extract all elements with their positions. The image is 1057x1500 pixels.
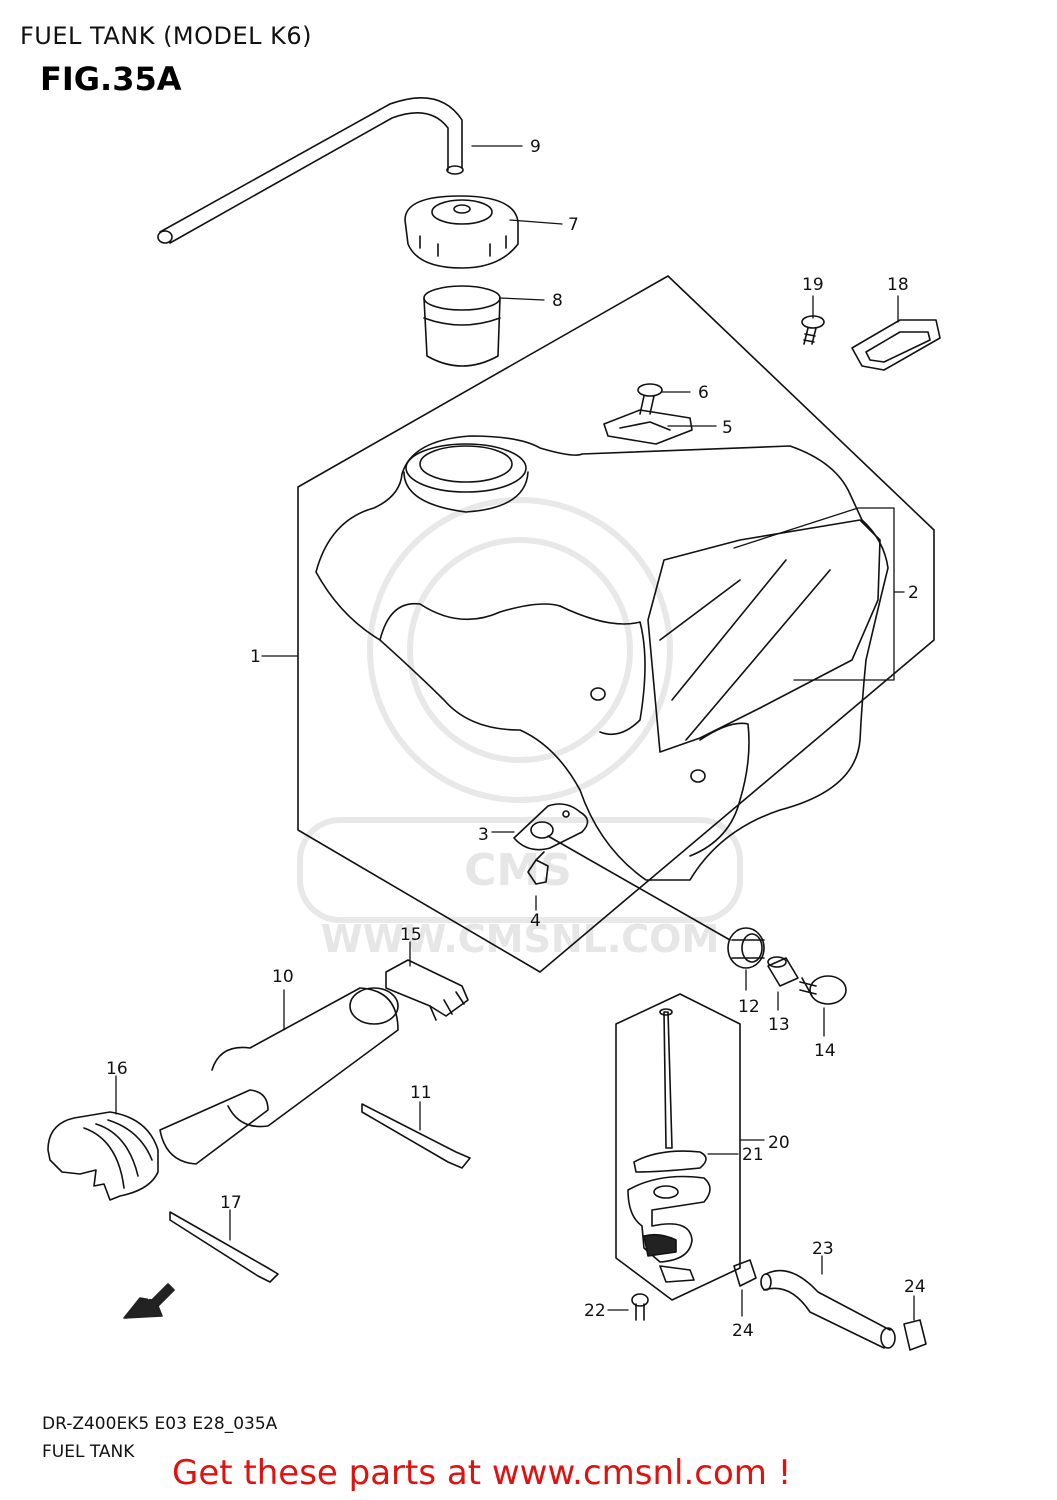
callout-24-left: 24 <box>732 1321 754 1341</box>
hose-clip-left <box>733 1259 757 1287</box>
callout-1: 1 <box>250 647 261 667</box>
filler-ring <box>423 285 501 367</box>
callout-5: 5 <box>722 418 733 438</box>
collar-13 <box>767 956 799 987</box>
forward-arrow <box>123 1283 175 1319</box>
screw-22 <box>631 1293 649 1321</box>
screw-19 <box>801 315 825 345</box>
callout-15: 15 <box>400 925 422 945</box>
watermark-logo: CMS <box>464 845 572 896</box>
callout-9: 9 <box>530 137 541 157</box>
tank-strap <box>851 319 941 371</box>
hose-clip-right <box>903 1319 927 1351</box>
clamp-15 <box>385 959 469 1021</box>
callout-20: 20 <box>768 1133 790 1153</box>
fuel-tank <box>315 435 889 881</box>
callout-2: 2 <box>908 583 919 603</box>
tie-strap-11 <box>361 1103 471 1169</box>
breather-hose <box>157 97 464 244</box>
callout-16: 16 <box>106 1059 128 1079</box>
bracket-5 <box>603 409 693 445</box>
watermark <box>297 497 743 923</box>
callout-10: 10 <box>272 967 294 987</box>
callout-21: 21 <box>742 1145 764 1165</box>
page-title: FUEL TANK (MODEL K6) <box>20 22 313 50</box>
fuel-hose <box>760 1269 896 1349</box>
cushion-16 <box>47 1111 159 1201</box>
callout-19: 19 <box>802 275 824 295</box>
callout-18: 18 <box>887 275 909 295</box>
callout-22: 22 <box>584 1301 606 1321</box>
bolt-4 <box>527 851 549 885</box>
heat-shield <box>159 987 399 1165</box>
fuel-cap <box>404 195 519 269</box>
callout-4: 4 <box>530 911 541 931</box>
callout-6: 6 <box>698 383 709 403</box>
callout-17: 17 <box>220 1193 242 1213</box>
diagram-name: FUEL TANK <box>42 1442 135 1462</box>
mounting-plate <box>513 803 589 851</box>
leader-line-12 <box>547 835 731 941</box>
callout-8: 8 <box>552 291 563 311</box>
callout-13: 13 <box>768 1015 790 1035</box>
callout-3: 3 <box>478 825 489 845</box>
fuel-valve <box>627 1008 711 1283</box>
fuel-valve-group-outline <box>615 993 741 1301</box>
callout-14: 14 <box>814 1041 836 1061</box>
bolt-14 <box>799 975 847 1005</box>
callout-7: 7 <box>568 215 579 235</box>
callout-11: 11 <box>410 1083 432 1103</box>
watermark-url: WWW.CMSNL.COM <box>321 917 720 961</box>
callout-leaders <box>115 145 915 1321</box>
tie-strap-17 <box>169 1211 279 1283</box>
diagram-code: DR-Z400EK5 E03 E28_035A <box>42 1414 278 1434</box>
tank-group-outline <box>297 275 935 973</box>
callout-12: 12 <box>738 997 760 1017</box>
figure-number: FIG.35A <box>40 60 182 98</box>
grommet-12 <box>727 927 765 969</box>
callout-24-right: 24 <box>904 1277 926 1297</box>
parts-link[interactable]: Get these parts at www.cmsnl.com ! <box>172 1453 792 1493</box>
callout-23: 23 <box>812 1239 834 1259</box>
